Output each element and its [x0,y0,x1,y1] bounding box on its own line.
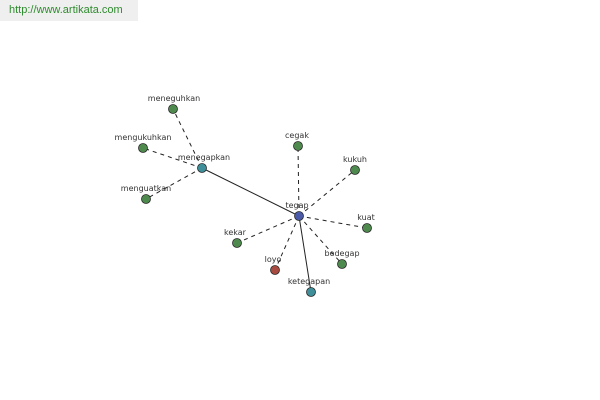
graph-nodes: tegap menegapkan ketegapan meneguhkan menguk… [115,94,375,297]
node-dot-tegap[interactable] [294,211,304,221]
edge-tegap-kuat [298,215,368,229]
node-loyo[interactable]: loyo [265,255,282,275]
edge-tegap-ketegapan [298,215,312,293]
node-cegak[interactable]: cegak [285,131,309,151]
node-label-ketegapan[interactable]: ketegapan [288,277,330,286]
node-label-menegapkan[interactable]: menegapkan [178,153,230,162]
node-label-meneguhkan[interactable]: meneguhkan [148,94,200,103]
node-menguatkan[interactable]: menguatkan [121,184,171,204]
edge-tegap-bedegap [298,215,343,265]
edge-tegap-kekar [236,215,300,244]
node-dot-bedegap[interactable] [337,259,347,269]
node-label-cegak[interactable]: cegak [285,131,309,140]
node-label-kekar[interactable]: kekar [224,228,247,237]
node-ketegapan[interactable]: ketegapan [288,277,330,297]
edge-tegap-cegak [297,145,300,217]
site-url-bar: http://www.artikata.com [0,0,138,21]
edge-tegap-menegapkan [201,167,300,217]
edge-menegapkan-menguatkan [145,167,203,200]
node-label-bedegap[interactable]: bedegap [324,249,359,258]
node-dot-cegak[interactable] [293,141,303,151]
graph-edges [142,108,368,293]
node-dot-kukuh[interactable] [350,165,360,175]
node-label-kukuh[interactable]: kukuh [343,155,367,164]
site-url-link[interactable]: http://www.artikata.com [9,4,123,16]
node-dot-kuat[interactable] [362,223,372,233]
node-dot-menegapkan[interactable] [197,163,207,173]
node-dot-loyo[interactable] [270,265,280,275]
node-dot-menguatkan[interactable] [141,194,151,204]
node-mengukuhkan[interactable]: mengukuhkan [115,133,172,153]
node-kuat[interactable]: kuat [357,213,375,233]
node-label-kuat[interactable]: kuat [357,213,375,222]
node-menegapkan[interactable]: menegapkan [178,153,230,173]
node-label-tegap[interactable]: tegap [285,201,308,210]
node-label-mengukuhkan[interactable]: mengukuhkan [115,133,172,142]
edge-tegap-loyo [274,215,300,271]
edge-menegapkan-meneguhkan [172,108,203,169]
node-kekar[interactable]: kekar [224,228,247,248]
node-dot-ketegapan[interactable] [306,287,316,297]
node-bedegap[interactable]: bedegap [324,249,360,269]
edge-menegapkan-mengukuhkan [142,147,203,169]
node-label-menguatkan[interactable]: menguatkan [121,184,171,193]
node-kukuh[interactable]: kukuh [343,155,367,175]
node-tegap[interactable]: tegap [285,201,309,221]
node-dot-kekar[interactable] [232,238,242,248]
node-label-loyo[interactable]: loyo [265,255,282,264]
node-dot-meneguhkan[interactable] [168,104,178,114]
node-meneguhkan[interactable]: meneguhkan [148,94,200,114]
node-dot-mengukuhkan[interactable] [138,143,148,153]
